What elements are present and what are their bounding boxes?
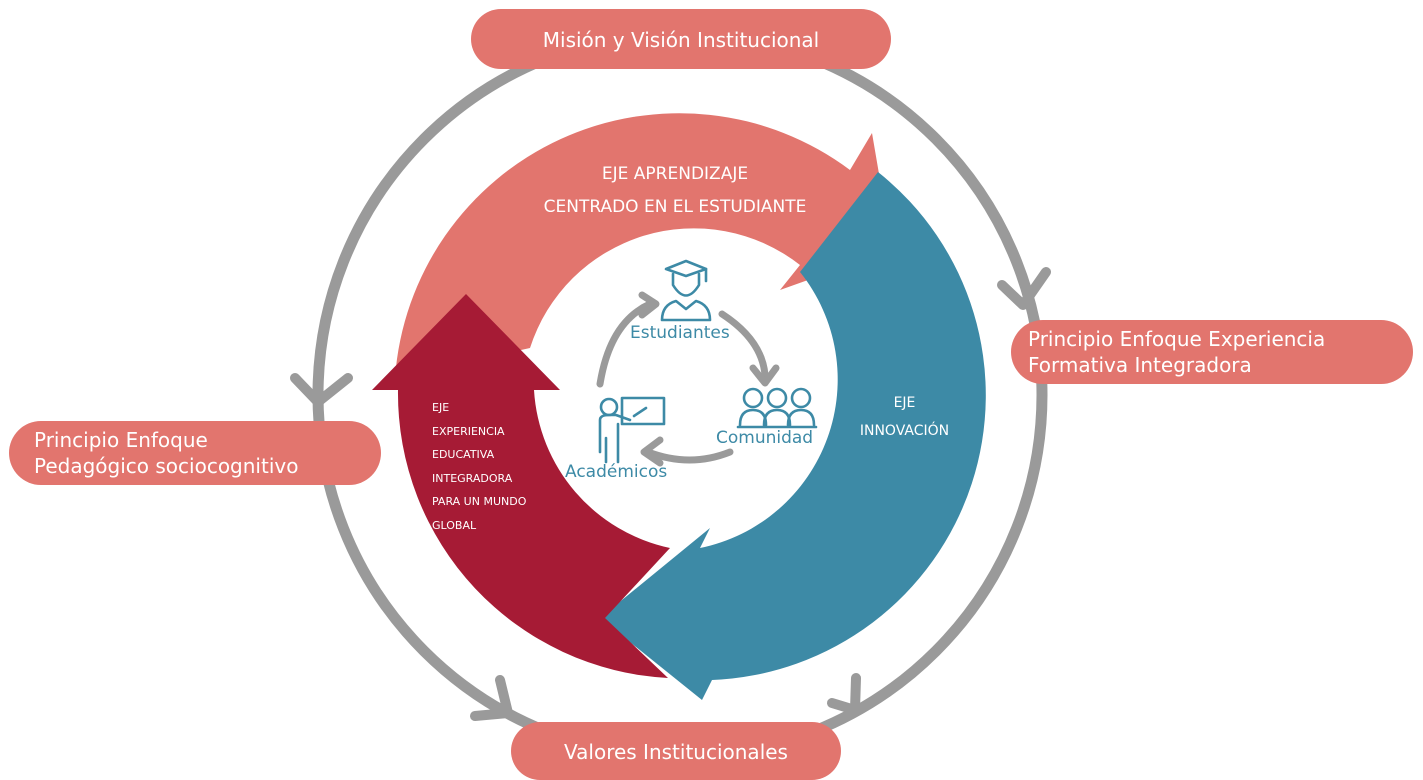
label-academics: Académicos [565, 462, 668, 482]
axis-learning-text: EJE APRENDIZAJE CENTRADO EN EL ESTUDIANT… [500, 158, 850, 224]
coral-axis-arrow [395, 113, 892, 378]
arrowhead-icon [749, 364, 780, 387]
inner-cycle [596, 300, 769, 464]
group-icon [736, 387, 818, 429]
pill-values: Valores Institucionales [511, 722, 841, 780]
crimson-axis-arrow [372, 294, 670, 678]
pill-experience-line-2: Formativa Integradora [1028, 353, 1252, 377]
axis-experience-line-5: PARA UN MUNDO [432, 495, 527, 508]
axis-learning-line-2: CENTRADO EN EL ESTUDIANTE [543, 197, 807, 217]
arrowhead-icon [640, 436, 664, 467]
inner-cycle-arrowheads [638, 291, 780, 467]
axis-innovation-line-1: EJE [893, 395, 916, 411]
pill-experience-line-1: Principio Enfoque Experiencia [1028, 327, 1326, 351]
outer-ring-chevrons [290, 267, 1051, 721]
pill-values-label: Valores Institucionales [564, 740, 788, 764]
teal-axis-arrow [600, 172, 986, 700]
chevron-right-icon [997, 267, 1051, 310]
pill-mission-vision: Misión y Visión Institucional [471, 9, 891, 69]
pill-pedagogical-line-2: Pedagógico sociocognitivo [34, 454, 299, 478]
axis-experience-line-6: GLOBAL [432, 518, 477, 532]
pill-experience-principle: Principio Enfoque Experiencia Formativa … [1011, 320, 1413, 384]
label-community: Comunidad [716, 428, 814, 448]
teacher-icon [598, 396, 666, 464]
chevron-bottom-right-icon [827, 673, 861, 715]
label-students: Estudiantes [630, 323, 730, 343]
pill-mission-vision-label: Misión y Visión Institucional [542, 28, 820, 52]
pill-pedagogical-line-1: Principio Enfoque [34, 428, 208, 452]
axis-experience-line-2: EXPERIENCIA [432, 424, 505, 438]
axis-innovation-line-2: INNOVACIÓN [859, 423, 950, 439]
axis-learning-line-1: EJE APRENDIZAJE [601, 164, 749, 184]
axis-experience-line-4: INTEGRADORA [432, 471, 513, 485]
chevron-bottom-left-icon [470, 675, 513, 721]
arrowhead-icon [638, 291, 660, 319]
pill-pedagogical-principle: Principio Enfoque Pedagógico sociocognit… [9, 421, 381, 485]
axis-experience-line-3: EDUCATIVA [432, 448, 495, 461]
axis-experience-text: EJE EXPERIENCIA EDUCATIVA INTEGRADORA PA… [432, 396, 526, 537]
chevron-left-icon [290, 373, 353, 407]
axis-experience-line-1: EJE [432, 401, 450, 414]
graduate-icon [660, 259, 712, 322]
axis-innovation-text: EJE INNOVACIÓN [842, 389, 967, 445]
